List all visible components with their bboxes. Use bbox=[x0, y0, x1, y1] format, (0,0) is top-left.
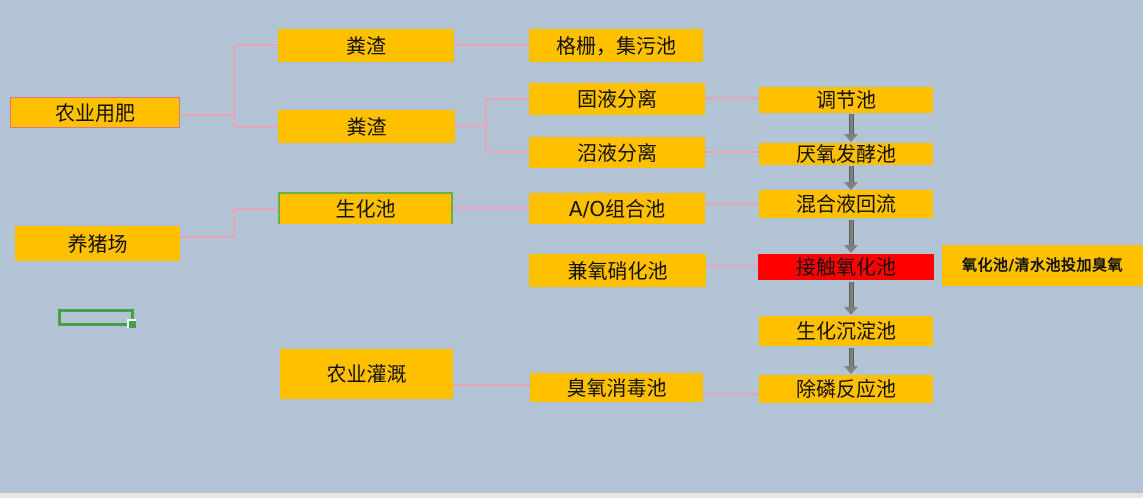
connector-line bbox=[453, 384, 530, 386]
node-manure-residue-1[interactable]: 粪渣 bbox=[278, 29, 454, 62]
connector-line bbox=[235, 44, 278, 46]
connector-line bbox=[180, 114, 235, 116]
active-cell-selection[interactable] bbox=[58, 309, 136, 328]
arrowhead-icon bbox=[844, 182, 858, 190]
arrowhead-icon bbox=[844, 366, 858, 374]
connector-line bbox=[233, 208, 235, 238]
down-arrow bbox=[844, 348, 858, 374]
node-ozone-disinfection-pool[interactable]: 臭氧消毒池 bbox=[530, 373, 703, 402]
connector-line bbox=[180, 236, 233, 238]
node-facultative-nitrification-pool[interactable]: 兼氧硝化池 bbox=[529, 254, 706, 287]
connector-line bbox=[705, 151, 759, 153]
node-biochemical-sedimentation-pool[interactable]: 生化沉淀池 bbox=[759, 316, 933, 346]
node-ozone-dosing-note[interactable]: 氧化池/清水池投加臭氧 bbox=[942, 245, 1143, 286]
node-contact-oxidation-pool[interactable]: 接触氧化池 bbox=[758, 254, 934, 280]
connector-line bbox=[485, 98, 487, 153]
arrowhead-icon bbox=[844, 245, 858, 253]
connector-line bbox=[705, 203, 759, 205]
fill-handle[interactable] bbox=[127, 319, 136, 328]
node-ao-combination-pool[interactable]: A/O组合池 bbox=[529, 193, 705, 224]
node-solid-liquid-separation[interactable]: 固液分离 bbox=[529, 83, 705, 115]
node-regulation-pool[interactable]: 调节池 bbox=[759, 87, 933, 113]
connector-line bbox=[487, 98, 529, 100]
connector-line bbox=[703, 393, 759, 395]
node-biogas-slurry-separation[interactable]: 沼液分离 bbox=[529, 137, 705, 168]
connector-line bbox=[455, 125, 486, 127]
connector-line bbox=[453, 207, 529, 209]
connector-line bbox=[487, 151, 529, 153]
node-biochemical-pool[interactable]: 生化池 bbox=[278, 192, 453, 224]
arrowhead-icon bbox=[844, 134, 858, 142]
connector-line bbox=[235, 126, 278, 128]
connector-line bbox=[233, 44, 235, 128]
node-agricultural-irrigation[interactable]: 农业灌溉 bbox=[280, 349, 453, 399]
node-manure-residue-2[interactable]: 粪渣 bbox=[278, 110, 455, 143]
connector-line bbox=[235, 208, 278, 210]
down-arrow bbox=[844, 114, 858, 142]
down-arrow bbox=[844, 220, 858, 253]
down-arrow bbox=[844, 166, 858, 190]
arrowhead-icon bbox=[844, 307, 858, 315]
node-mixed-liquor-reflux[interactable]: 混合液回流 bbox=[759, 190, 933, 218]
node-pig-farm[interactable]: 养猪场 bbox=[15, 226, 180, 261]
node-anaerobic-fermentation-pool[interactable]: 厌氧发酵池 bbox=[759, 143, 933, 165]
node-phosphorus-removal-reaction-pool[interactable]: 除磷反应池 bbox=[759, 375, 933, 403]
node-agriculture-fertilizer[interactable]: 农业用肥 bbox=[10, 97, 180, 128]
connector-line bbox=[705, 97, 759, 99]
connector-line bbox=[454, 44, 529, 46]
node-grille-sewage-collection-pool[interactable]: 格栅，集污池 bbox=[529, 29, 703, 62]
bottom-strip bbox=[0, 493, 1143, 498]
connector-line bbox=[706, 265, 758, 267]
down-arrow bbox=[844, 282, 858, 315]
